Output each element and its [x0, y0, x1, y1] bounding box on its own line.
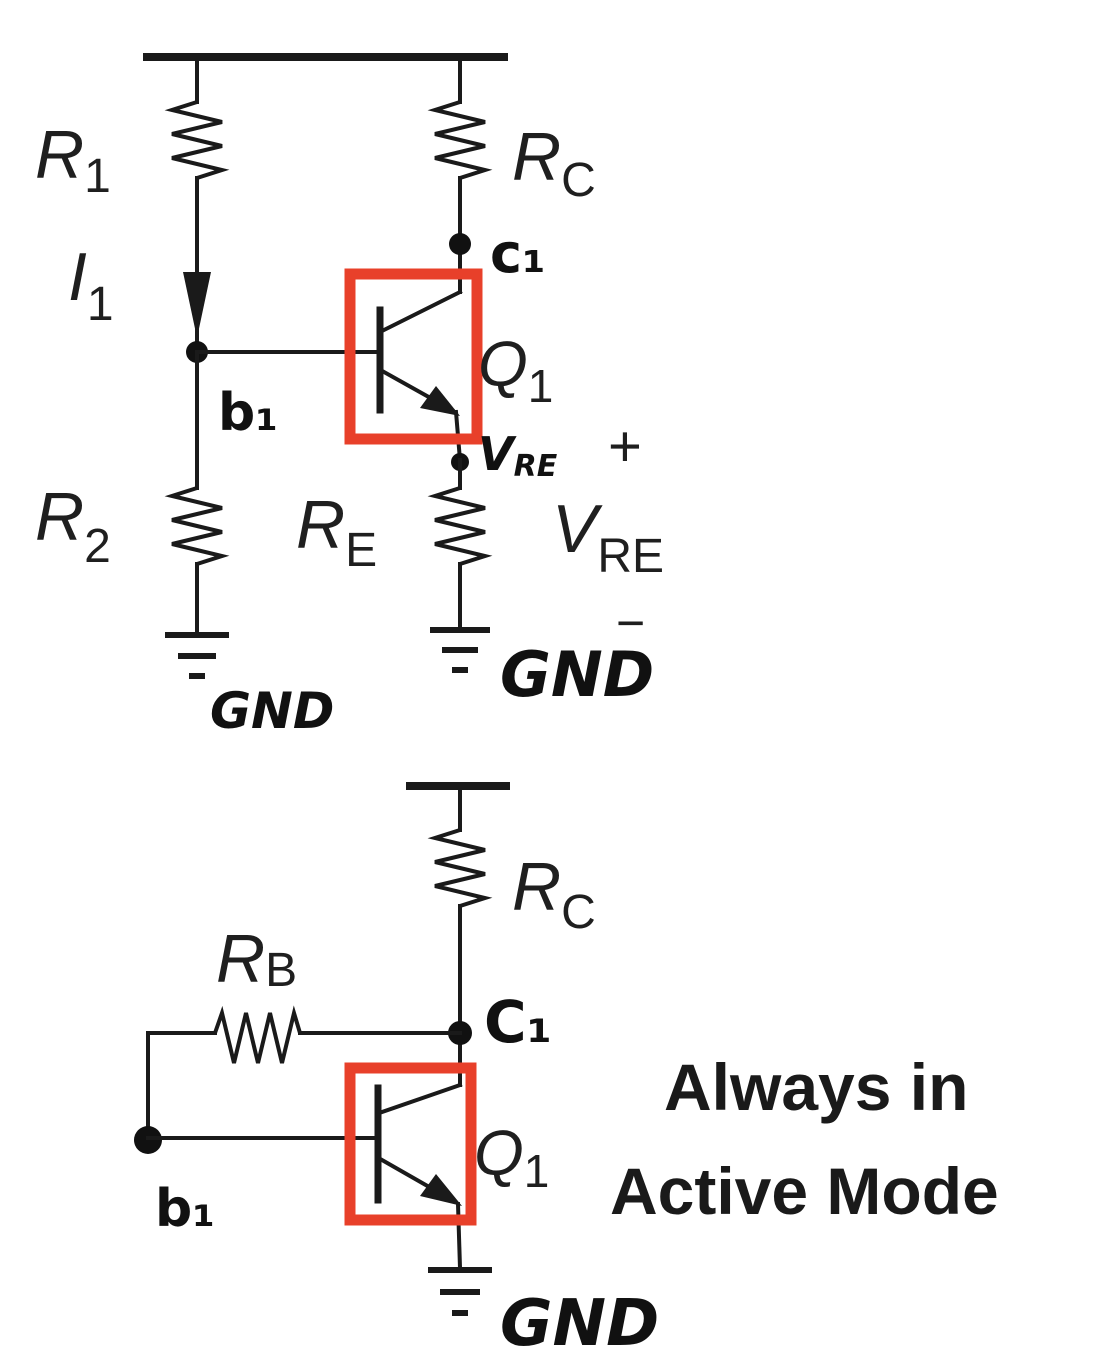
vre-label: VRE [552, 491, 664, 583]
gnd-label-bottom: GND [500, 1287, 659, 1361]
re-label: RE [296, 487, 377, 577]
r1-label: R1 [35, 117, 111, 203]
i1-label: I1 [68, 239, 114, 331]
rc-label-top: RC [512, 119, 596, 207]
rb-label: RB [216, 921, 297, 997]
c1-node-dot [449, 233, 471, 255]
ground-icon [430, 627, 490, 673]
caption-line-1: Always in [664, 1050, 968, 1124]
vre-minus-sign: − [616, 595, 645, 651]
c1-label-bottom: C₁ [484, 988, 552, 1056]
r2-resistor [164, 486, 230, 566]
q1-emitter-arrow [420, 386, 460, 416]
transistor-q1 [376, 289, 463, 463]
q1b-collector-leg [379, 1082, 463, 1115]
gnd-label-right: GND [500, 638, 654, 711]
q1-label-bottom: Q1 [474, 1117, 549, 1197]
rc-label-bottom: RC [512, 849, 596, 939]
r1-resistor [164, 100, 230, 180]
q1b-emitter-wire [455, 1201, 463, 1271]
b1-label-bottom: b₁ [155, 1179, 215, 1239]
caption-line-2: Active Mode [610, 1154, 999, 1228]
rb-resistor [213, 1005, 302, 1064]
q1-collector-leg [381, 289, 463, 333]
top-circuit: R1 RC I1 c₁ Q1 b₁ VRE + R2 RE VRE − GND … [35, 53, 664, 740]
i1-current-arrow [183, 272, 211, 338]
rc-resistor [427, 100, 493, 180]
b1-label-top: b₁ [218, 383, 278, 443]
ground-icon [428, 1267, 492, 1316]
gnd-label-left: GND [210, 682, 334, 740]
q1b-emitter-arrow [420, 1174, 462, 1206]
q1-label-top: Q1 [478, 328, 553, 412]
transistor-q1-bottom [374, 1082, 463, 1271]
q1-highlight-box [344, 268, 483, 445]
rc-resistor-bottom [427, 828, 493, 908]
r2-label: R2 [35, 479, 111, 573]
vre-node-label: VRE [478, 427, 558, 484]
re-resistor [427, 486, 493, 566]
ground-icon [165, 632, 229, 679]
q1-highlight-box-bottom [344, 1062, 477, 1226]
c1-node-label: c₁ [490, 222, 546, 285]
bottom-circuit: RC RB C₁ Q1 b₁ GND Always in Active Mode [134, 782, 999, 1361]
vre-plus-sign: + [608, 414, 642, 479]
